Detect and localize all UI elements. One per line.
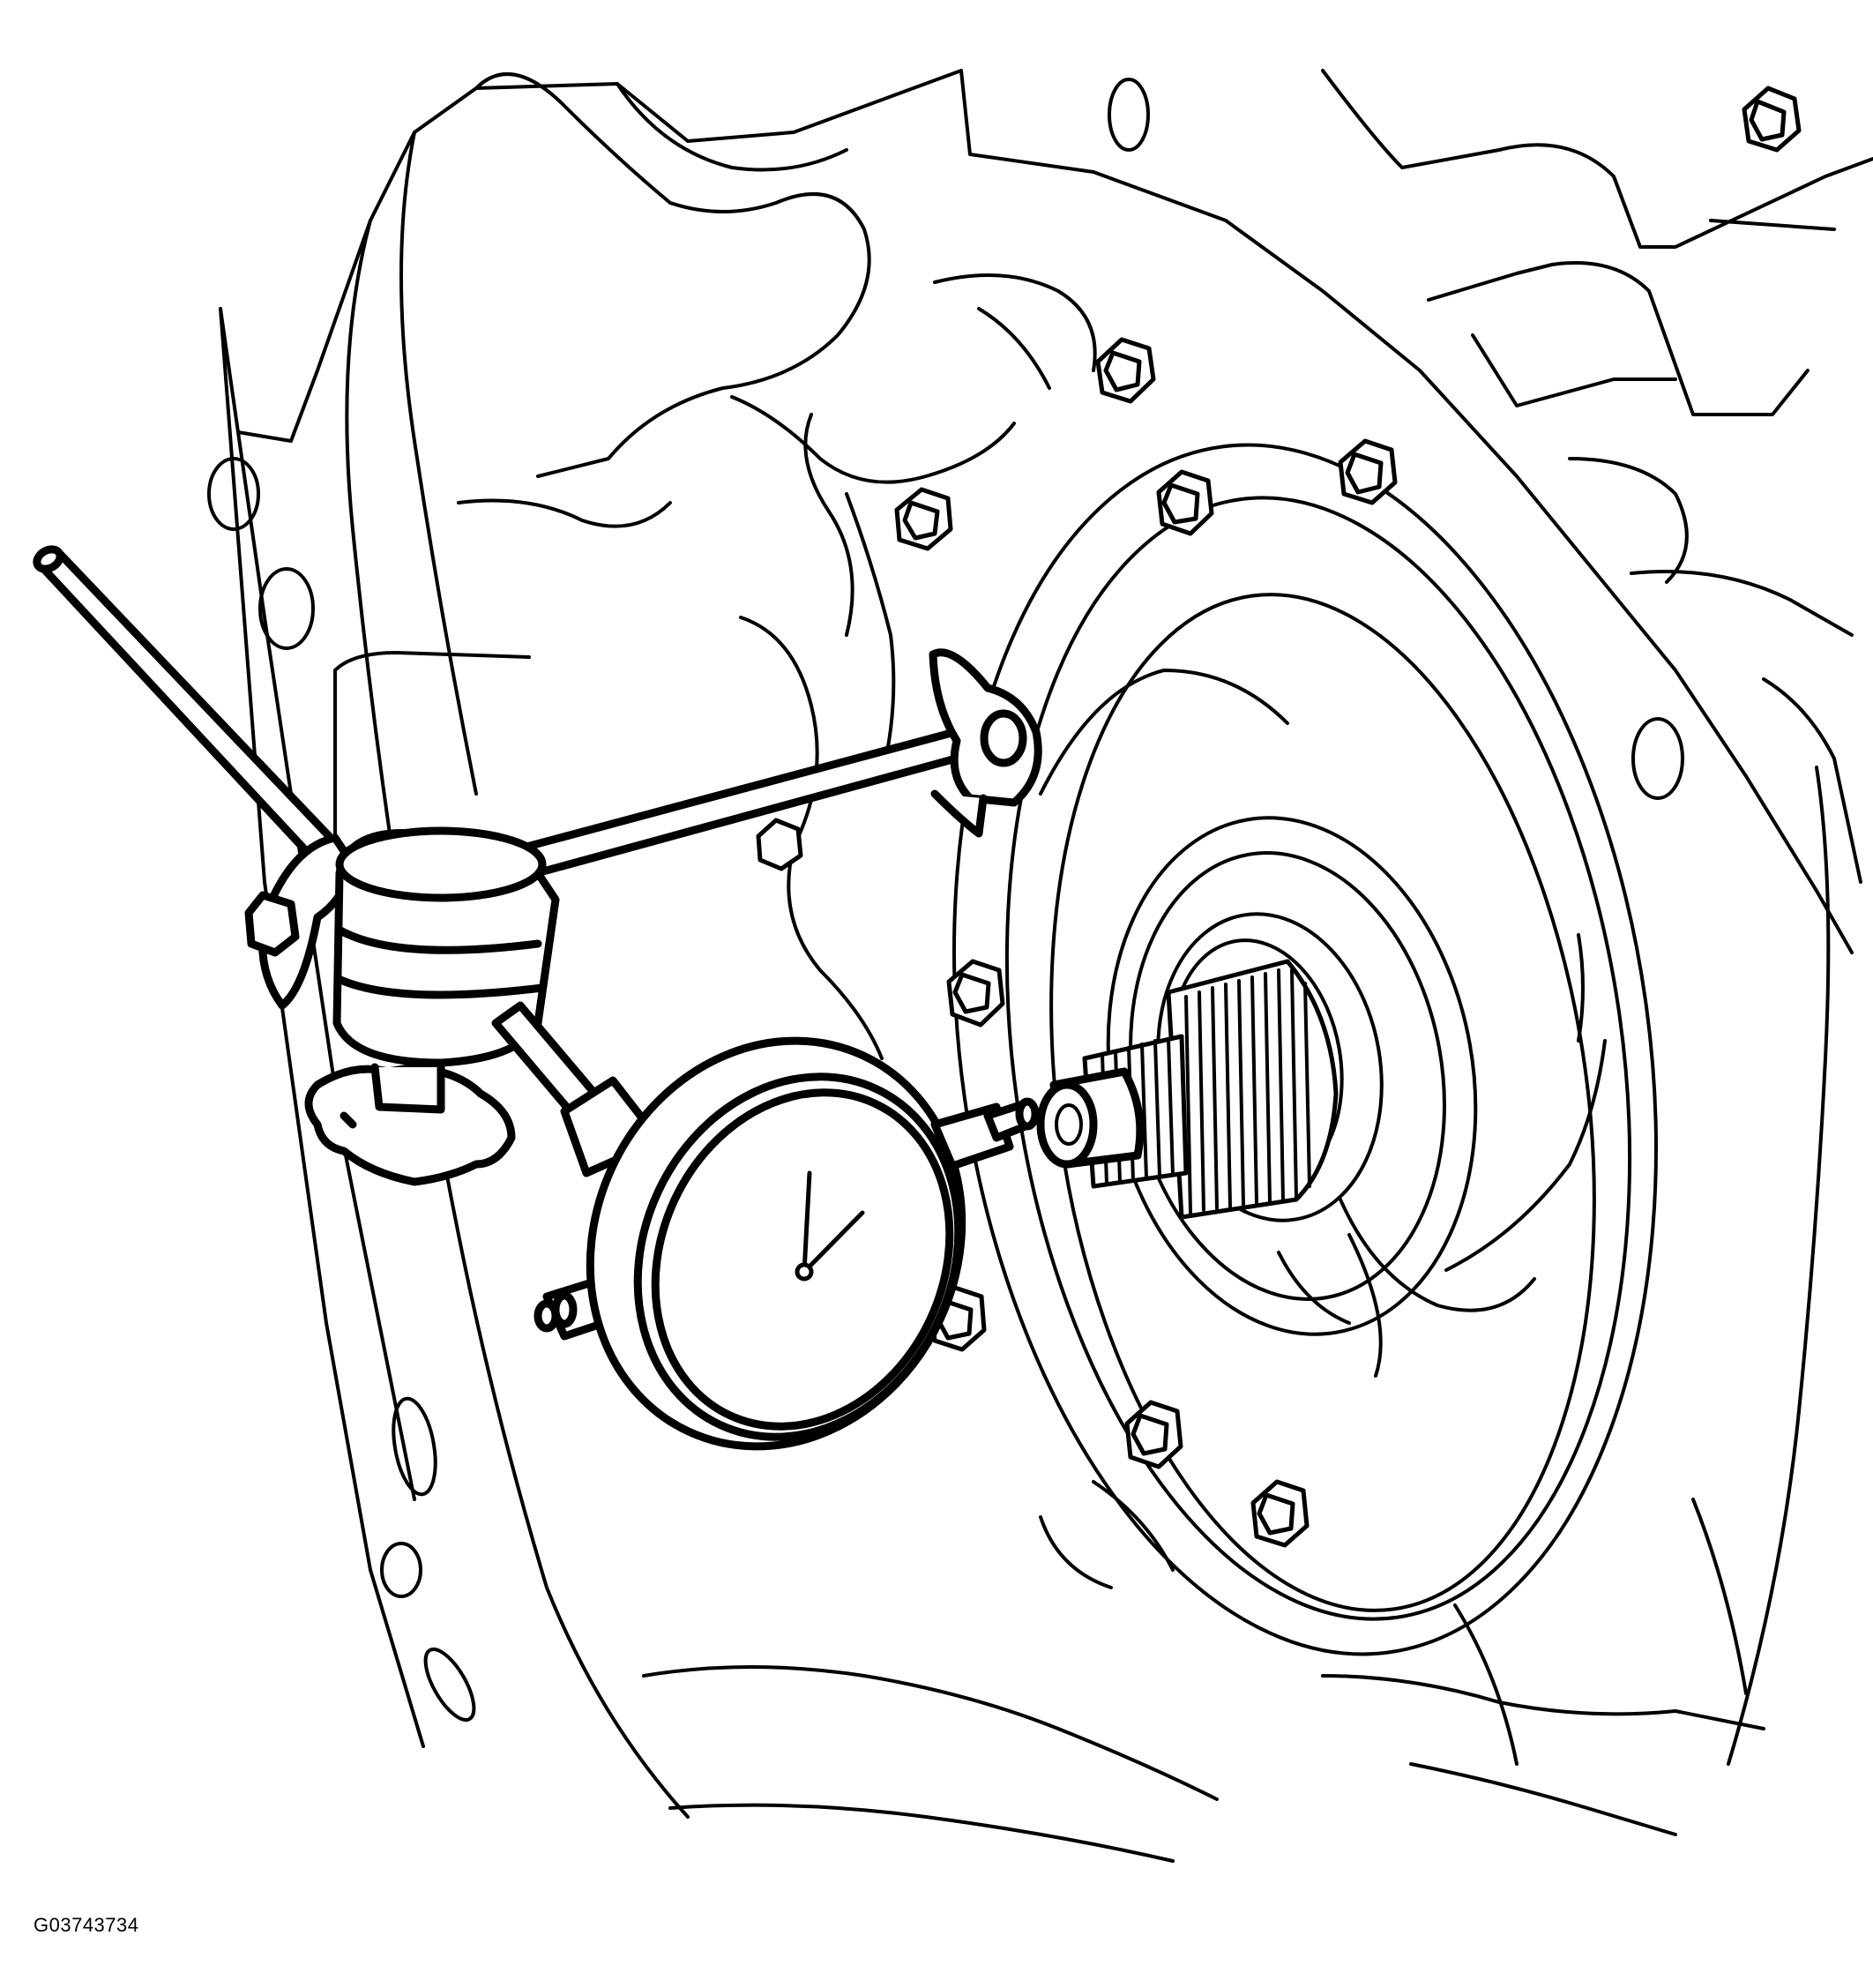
bolt — [1095, 337, 1156, 404]
bolt — [1742, 86, 1802, 153]
shaft-splines — [1184, 968, 1311, 1214]
bolts — [756, 86, 1802, 1548]
bolt — [946, 959, 1005, 1028]
bolt — [894, 487, 953, 551]
bolt — [1338, 438, 1398, 505]
bolt — [1156, 469, 1214, 536]
figure-code: G03743734 — [34, 1914, 139, 1936]
bolt — [756, 818, 803, 871]
rear-cover-flange — [952, 443, 1658, 1656]
dial-indicator — [491, 1001, 1040, 1451]
bolt — [1124, 1400, 1183, 1469]
dial-indicator-stand — [33, 545, 1042, 1186]
output-shaft — [1036, 959, 1339, 1220]
bolt — [1250, 1479, 1310, 1548]
transmission-case — [207, 69, 1873, 1863]
